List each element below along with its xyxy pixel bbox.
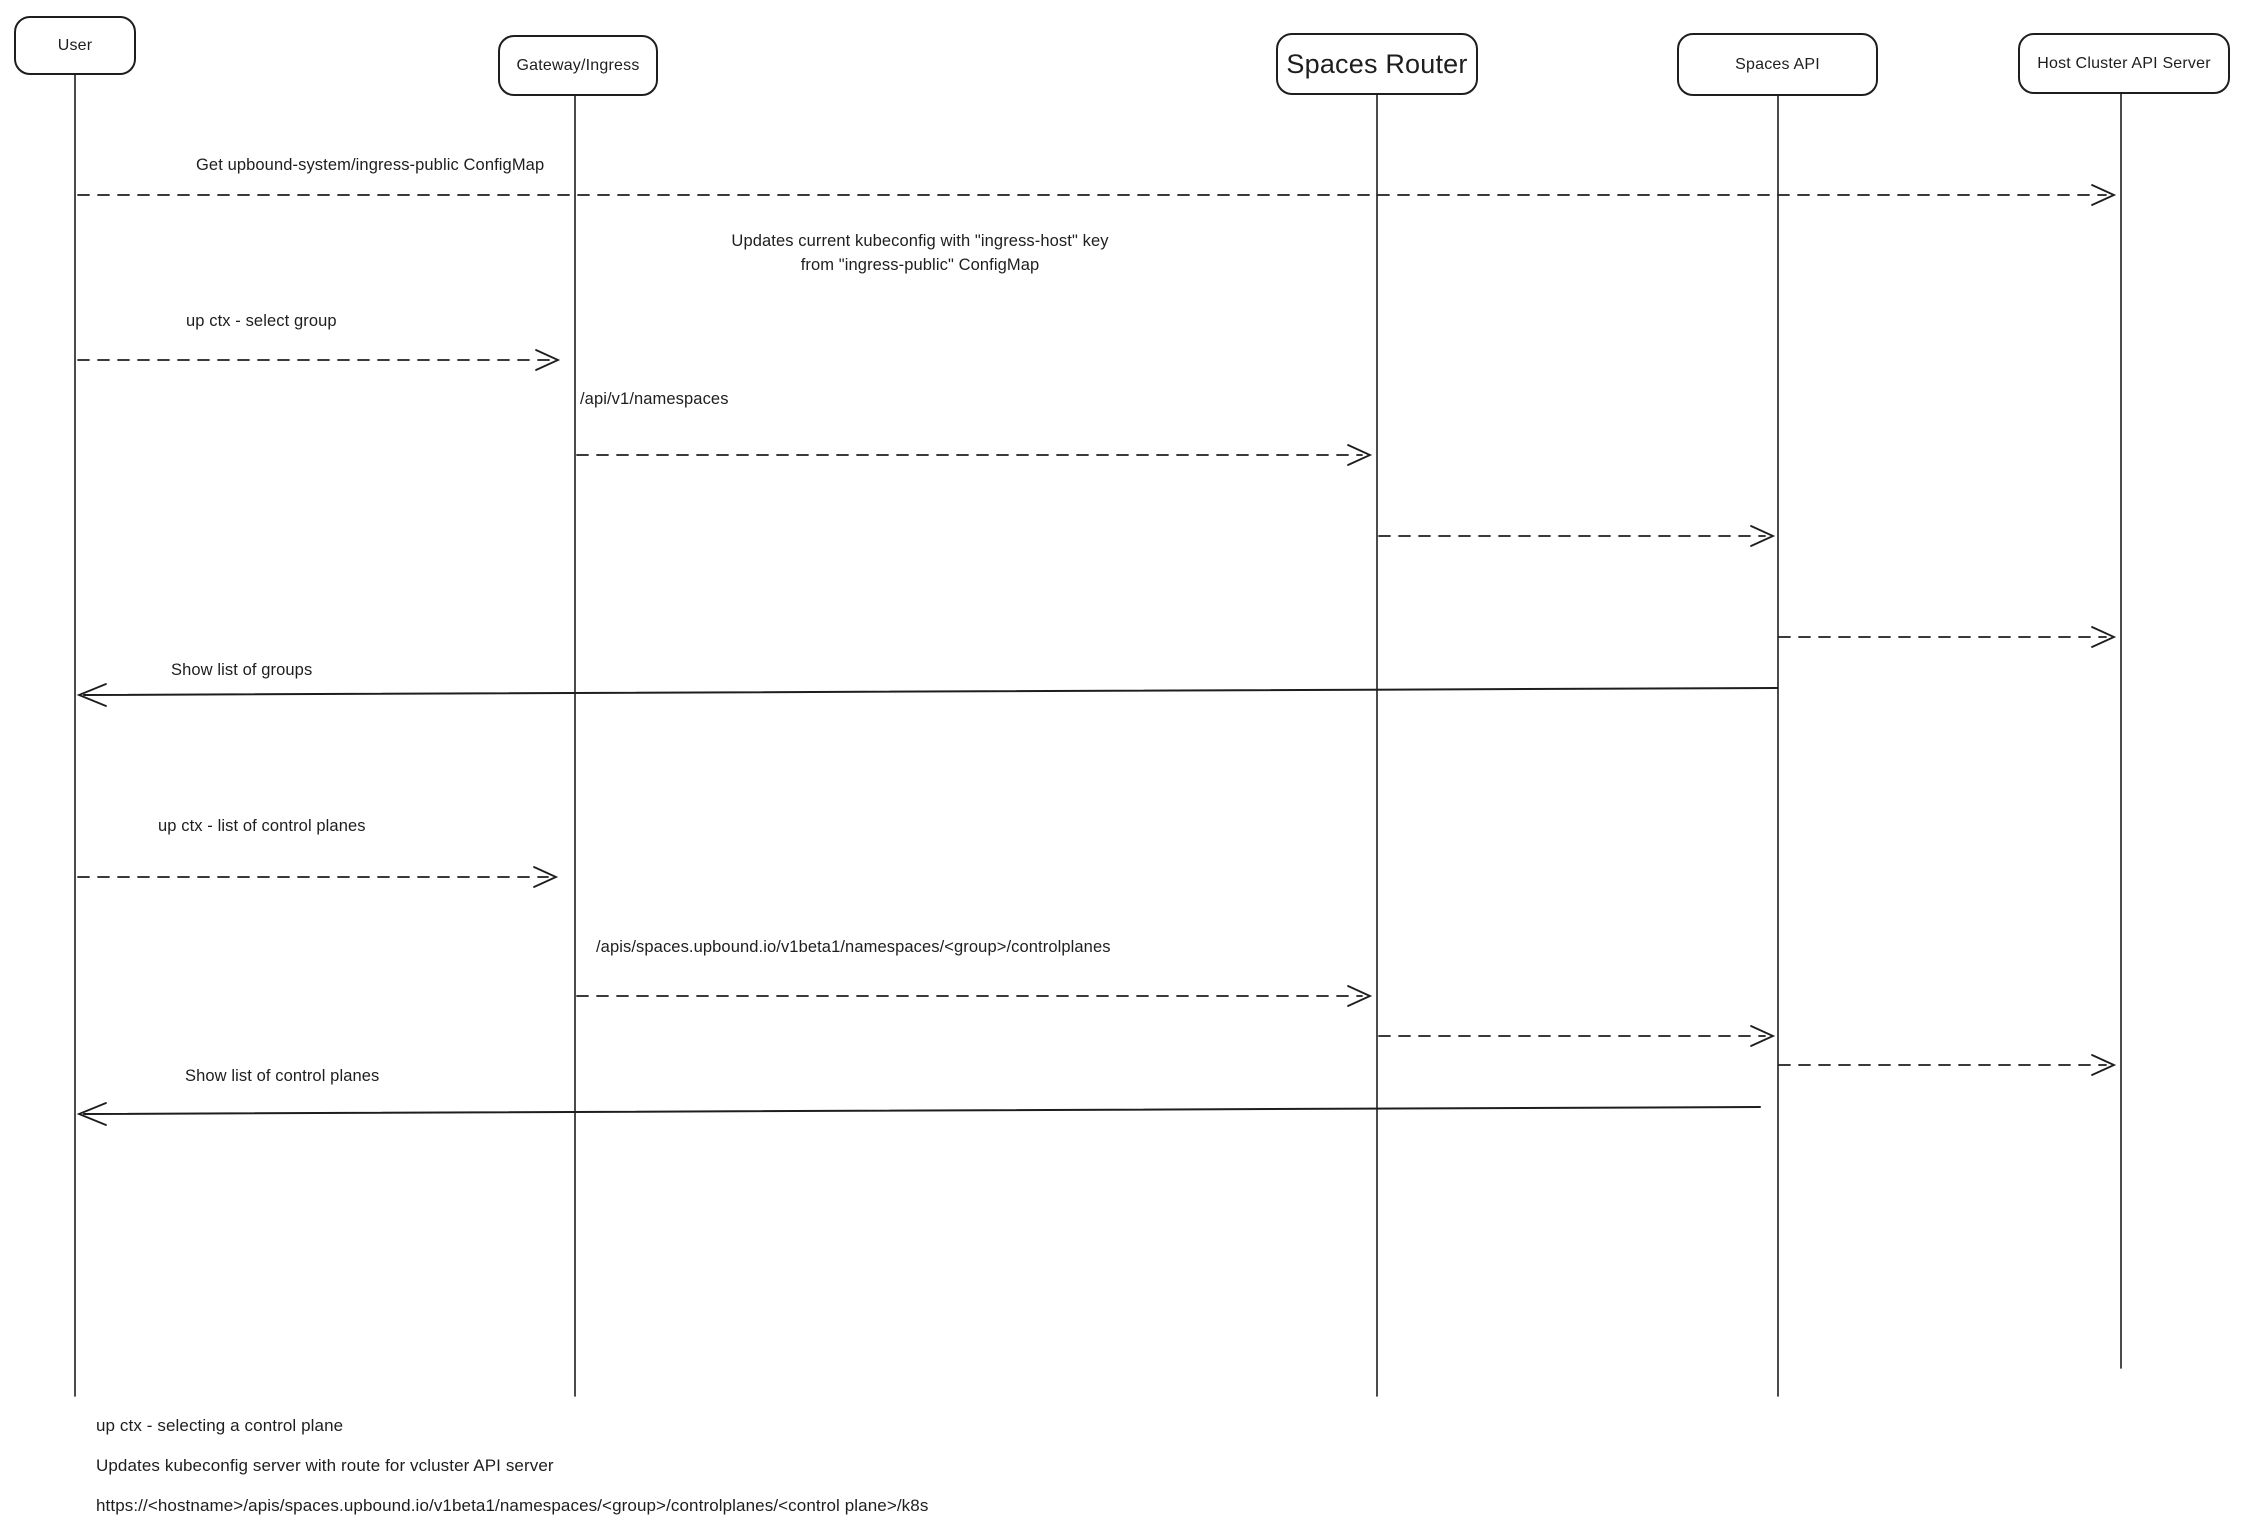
actor-label-spaces-router: Spaces Router: [1286, 48, 1468, 79]
actor-box-host-cluster: Host Cluster API Server: [2018, 33, 2230, 94]
message-label-select-group: up ctx - select group: [186, 312, 337, 330]
arrow-get-configmap: [77, 184, 2117, 206]
arrow-router-to-spaces-api-2: [1378, 1025, 1776, 1047]
actor-box-gateway: Gateway/Ingress: [498, 35, 658, 96]
footer-note-updates-kubeconfig: Updates kubeconfig server with route for…: [96, 1456, 554, 1475]
message-label-get-configmap: Get upbound-system/ingress-public Config…: [196, 156, 545, 174]
arrow-show-groups-return: [76, 683, 1778, 707]
actor-box-spaces-router: Spaces Router: [1276, 33, 1478, 95]
arrow-api-namespaces: [576, 444, 1373, 466]
note-kubeconfig-update-line1: Updates current kubeconfig with "ingress…: [731, 232, 1109, 250]
arrow-select-group: [77, 349, 561, 371]
arrow-list-control-planes: [77, 866, 559, 888]
footer-note-selecting-control-plane: up ctx - selecting a control plane: [96, 1416, 344, 1435]
actor-box-user: User: [14, 16, 136, 75]
footer-note-vcluster-url: https://<hostname>/apis/spaces.upbound.i…: [96, 1496, 929, 1515]
message-label-show-control-planes: Show list of control planes: [185, 1067, 380, 1085]
actor-label-spaces-api: Spaces API: [1735, 55, 1820, 73]
note-kubeconfig-update-line2: from "ingress-public" ConfigMap: [800, 256, 1040, 274]
note-kubeconfig-update: Updates current kubeconfig with "ingress…: [660, 229, 1180, 277]
actor-label-host-cluster: Host Cluster API Server: [2037, 54, 2211, 72]
actor-label-gateway: Gateway/Ingress: [516, 56, 640, 74]
arrow-spaces-api-to-host-2: [1778, 1054, 2117, 1076]
message-label-api-namespaces: /api/v1/namespaces: [580, 390, 729, 408]
arrow-api-controlplanes: [576, 985, 1373, 1007]
actor-box-spaces-api: Spaces API: [1677, 33, 1878, 96]
message-label-api-controlplanes: /apis/spaces.upbound.io/v1beta1/namespac…: [596, 938, 1111, 956]
arrow-router-to-spaces-api: [1378, 525, 1776, 547]
message-label-list-control-planes: up ctx - list of control planes: [158, 817, 366, 835]
arrow-show-control-planes-return: [76, 1102, 1761, 1126]
actor-label-user: User: [57, 36, 93, 54]
arrow-spaces-api-to-host: [1778, 626, 2117, 648]
message-label-show-groups: Show list of groups: [171, 661, 313, 679]
